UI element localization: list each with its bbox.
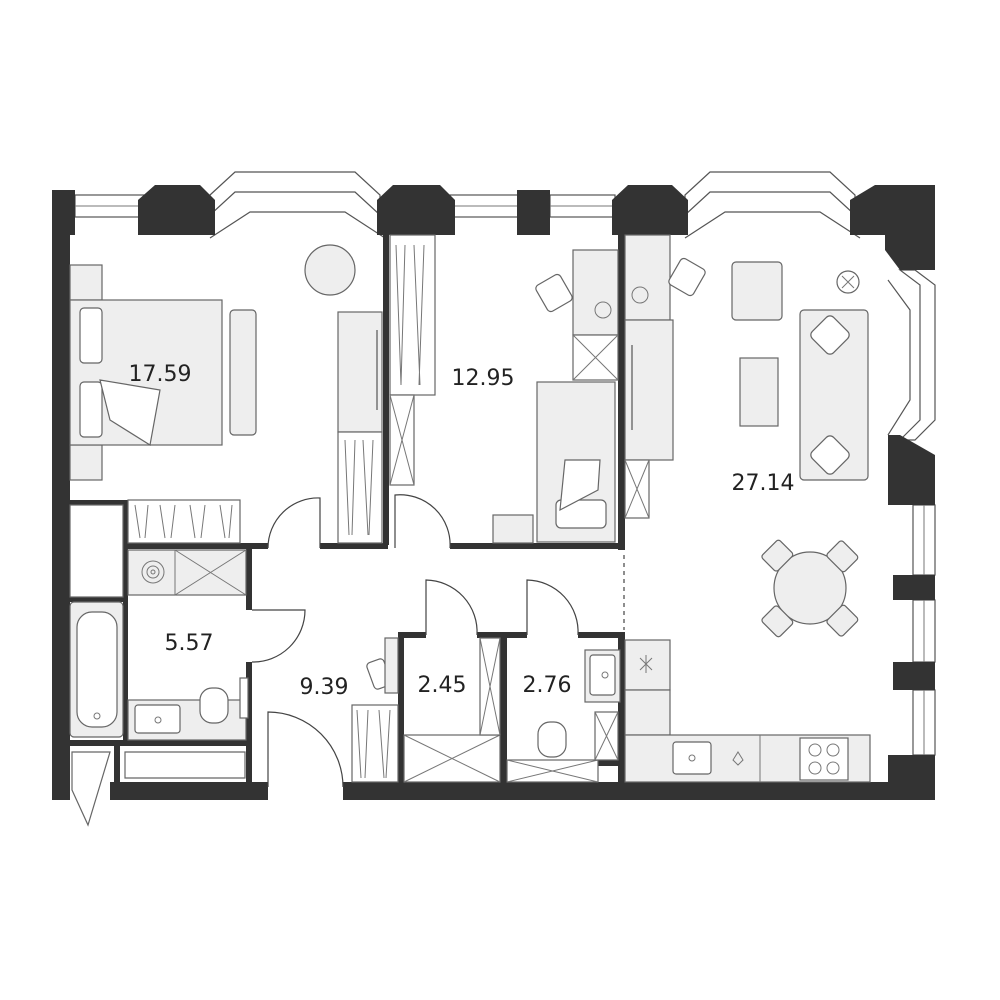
door-balcony-left (71, 751, 111, 827)
desk-living (624, 234, 671, 321)
children-room-furniture (389, 234, 619, 544)
walls (52, 185, 935, 800)
dining-table (773, 551, 847, 625)
bedroom-furniture (69, 244, 383, 544)
pillow-1 (79, 307, 103, 364)
sofa-cushion-1 (810, 315, 850, 355)
coffee-table (739, 357, 779, 427)
bay-window-living (684, 171, 856, 217)
door-bedroom (267, 497, 321, 549)
bathroom-sink (134, 704, 181, 734)
area-living-kitchen: 27.14 (732, 471, 795, 496)
area-children-room: 12.95 (452, 366, 515, 391)
kitchen-cabinet-tall (624, 689, 671, 736)
area-wardrobe: 2.45 (418, 673, 467, 698)
dining-chair-1 (761, 539, 794, 572)
area-labels: 17.59 12.95 27.14 5.57 9.39 2.45 2.76 (129, 362, 795, 700)
toilet-bowl (537, 721, 567, 758)
armchair (731, 261, 783, 321)
area-bathroom: 5.57 (165, 631, 214, 656)
nightstand-top (69, 264, 103, 301)
desk-children (572, 249, 619, 336)
pillow-2 (79, 381, 103, 438)
storage-room (69, 504, 124, 598)
storage-niche (124, 751, 246, 779)
hallway-furniture (351, 637, 621, 783)
dining-chair-4 (826, 604, 859, 637)
cooktop (799, 737, 849, 781)
tv-console (624, 319, 674, 461)
area-bedroom: 17.59 (129, 362, 192, 387)
chair-living (668, 257, 706, 297)
towel-rail (239, 677, 249, 719)
door-toilet (526, 579, 579, 636)
dining-chair-2 (826, 540, 859, 573)
chair-children (535, 273, 573, 313)
door-children-room (394, 494, 451, 549)
bench (229, 309, 257, 436)
toy-box (492, 514, 534, 544)
nightstand-bottom (69, 444, 103, 481)
hall-console (384, 637, 399, 694)
door-wardrobe (425, 579, 478, 636)
doors (71, 494, 625, 827)
washer-cabinet (127, 549, 247, 596)
living-furniture (624, 234, 871, 783)
area-toilet: 2.76 (523, 673, 572, 698)
blanket-children (559, 459, 601, 512)
bathtub-inner (76, 611, 118, 728)
door-entrance (267, 711, 344, 788)
dresser (337, 311, 383, 433)
bay-window-bedroom (209, 171, 381, 217)
dining-chair-3 (761, 605, 794, 638)
round-chair (304, 244, 356, 296)
shoe-cabinet (351, 704, 399, 783)
bay-window-living-right (898, 269, 936, 441)
bed-blanket-fold (99, 379, 161, 446)
sofa (799, 309, 869, 481)
bathroom-toilet (199, 687, 229, 724)
door-bathroom (251, 609, 306, 663)
area-hallway: 9.39 (300, 675, 349, 700)
wardrobe-children (389, 234, 436, 396)
washing-machine-icon (141, 560, 165, 584)
faucet-icon (732, 751, 744, 766)
bed-pillow-children (555, 499, 607, 529)
sofa-cushion-2 (810, 435, 850, 475)
bathroom-furniture (69, 499, 249, 741)
kitchen-sink (672, 741, 712, 775)
wardrobe-bedroom (337, 431, 383, 544)
inner-outline (209, 211, 911, 436)
